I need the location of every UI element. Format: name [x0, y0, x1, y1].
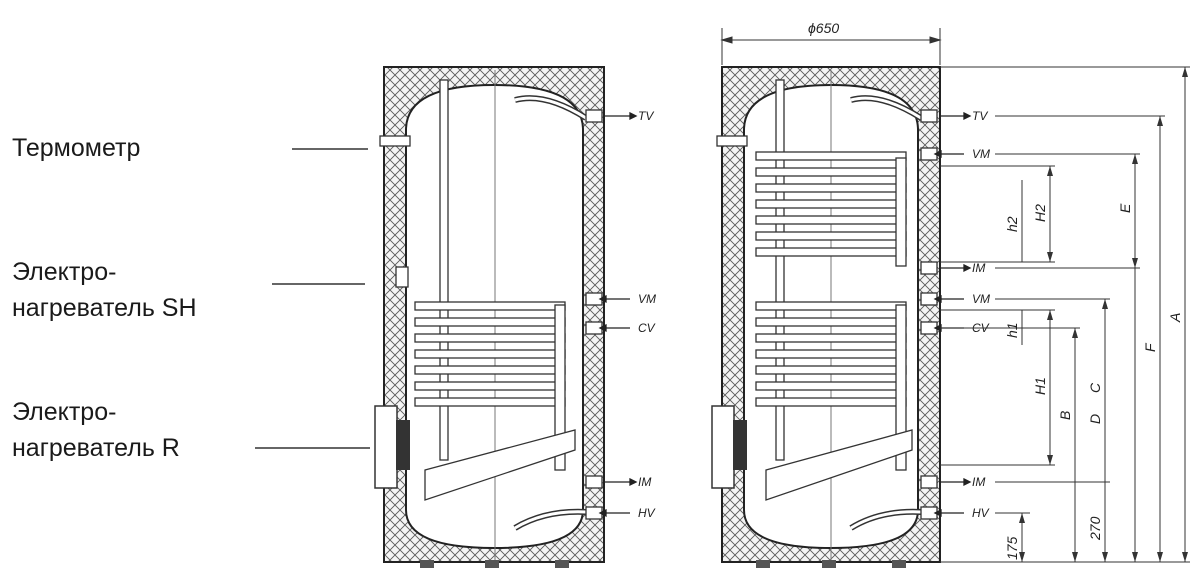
- heater-r-label-line2: нагреватель R: [12, 434, 180, 462]
- right-r-heater-flange: [711, 405, 735, 489]
- dim-175-label: 175: [1004, 536, 1020, 560]
- heater-sh-label-line1: Электро-: [12, 258, 117, 286]
- thermometer-label: Термометр: [12, 130, 140, 166]
- left-thermometer-well: [379, 135, 411, 147]
- left-port-im-label: IM: [638, 475, 651, 489]
- dim-e-label: E: [1117, 203, 1133, 213]
- dim-c-label: C: [1087, 382, 1103, 393]
- right-port-vm-lower-label: VM: [972, 292, 990, 306]
- right-port-vm-upper-label: VM: [972, 147, 990, 161]
- right-port-hv-label: HV: [972, 506, 990, 520]
- dim-h1-label: h1: [1004, 322, 1020, 338]
- right-lower-coil: [755, 301, 913, 501]
- heater-r-label-line1: Электро-: [12, 398, 117, 426]
- dimension-arrowheads: [1019, 67, 1188, 562]
- left-port-vm-label: VM: [638, 292, 656, 306]
- right-port-im-lower-label: IM: [972, 475, 985, 489]
- heater-r-label: Электро- нагреватель R: [12, 394, 180, 466]
- left-anode-rod: [439, 79, 449, 461]
- right-thermometer-well: [716, 135, 748, 147]
- dim-h2-cap-label: H2: [1032, 204, 1048, 222]
- left-port-cv-label: CV: [638, 321, 656, 335]
- left-port-tv-label: TV: [638, 109, 654, 123]
- thermometer-label-text: Термометр: [12, 134, 141, 162]
- dim-a-label: A: [1167, 313, 1183, 323]
- dim-h2-label: h2: [1004, 216, 1020, 232]
- right-port-im-upper-label: IM: [972, 261, 985, 275]
- dim-b-label: B: [1057, 411, 1073, 420]
- dimension-lines: [720, 28, 1190, 563]
- right-upper-coil: [755, 151, 907, 267]
- dim-270-label: 270: [1087, 516, 1103, 541]
- heater-sh-label-line2: нагреватель SH: [12, 294, 197, 322]
- left-sh-socket: [395, 266, 409, 288]
- left-port-hv-label: HV: [638, 506, 656, 520]
- heater-sh-label: Электро- нагреватель SH: [12, 254, 197, 326]
- right-tank: TV VM IM VM CV IM HV: [711, 66, 990, 568]
- dim-d-label: D: [1087, 414, 1103, 424]
- left-heat-exchanger-coil: [414, 301, 576, 501]
- left-tank: TV VM CV IM HV: [374, 66, 656, 568]
- right-port-tv-label: TV: [972, 109, 988, 123]
- dim-h1-cap-label: H1: [1032, 377, 1048, 395]
- right-anode-rod: [775, 79, 785, 461]
- dim-f-label: F: [1142, 342, 1158, 352]
- left-r-heater-flange: [374, 405, 398, 489]
- diameter-label: ϕ650: [808, 20, 839, 36]
